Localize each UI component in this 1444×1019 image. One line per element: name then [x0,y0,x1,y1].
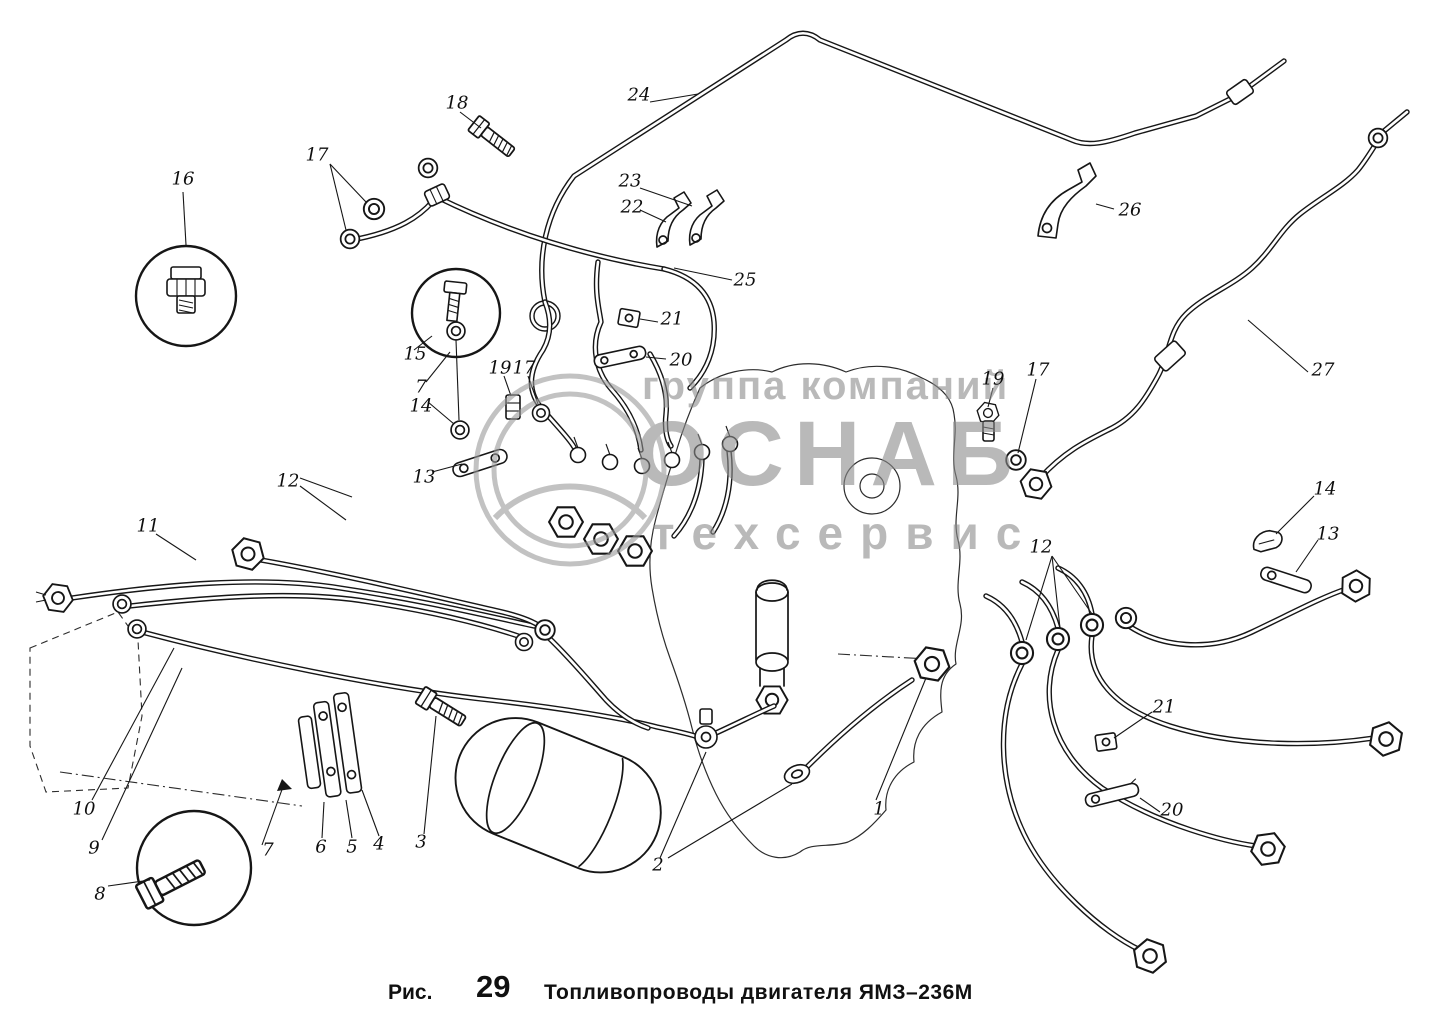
left-nuts [35,535,556,652]
clamp-stack-4-5-6 [297,692,363,798]
callout-14: 14 [1313,478,1337,500]
callout-5: 5 [346,836,358,858]
callout-21: 21 [660,308,684,330]
callout-6: 6 [315,836,327,858]
callout-1: 1 [873,798,885,820]
bolt-19-right [974,400,1002,442]
callout-10: 10 [72,798,96,820]
caption-prefix: Рис. [388,981,433,1004]
callout-20: 20 [1160,799,1184,821]
injection-pump-fittings [548,425,739,567]
callout-11: 11 [136,515,160,537]
callout-7: 7 [415,376,427,398]
callout-9: 9 [88,837,100,859]
fuel-filter [454,717,662,874]
dashed-outline [29,611,303,807]
callout-8: 8 [94,883,106,905]
union-16-detail [166,266,206,314]
callout-12: 12 [1029,536,1053,558]
bolt-15-detail [443,280,468,323]
callout-19: 19 [488,357,512,379]
bracket-26 [1037,162,1097,239]
callout-17: 17 [305,144,329,166]
callout-17: 17 [512,357,536,379]
figure-number: 29 [476,969,511,1004]
right-injector-pipes [983,565,1408,977]
callout-26: 26 [1118,199,1142,221]
callout-20: 20 [669,349,693,371]
callout-2: 2 [652,854,664,876]
callout-17: 17 [1026,359,1050,381]
callout-13: 13 [1316,523,1340,545]
leader-lines [91,93,1319,887]
callout-19: 19 [981,368,1005,390]
callout-27: 27 [1311,359,1335,381]
clamps-22-23 [655,189,725,248]
callout-16: 16 [171,168,195,190]
left-low-pressure-pipes [69,557,915,771]
right-small-parts [974,400,1312,808]
engine-outline [649,363,963,859]
detail-circles [134,244,502,927]
callout-22: 22 [620,196,644,218]
callout-21: 21 [1152,696,1176,718]
pipe-25 [349,194,717,391]
callout-25: 25 [733,269,757,291]
pipe-24 [539,30,1287,305]
callout-15: 15 [403,343,427,365]
callout-18: 18 [445,92,469,114]
callout-7: 7 [262,839,274,861]
caption-title: Топливопроводы двигателя ЯМЗ–236М [544,981,973,1004]
pump-feed-pipes [528,259,733,539]
callout-12: 12 [276,470,300,492]
callout-23: 23 [618,170,642,192]
callout-3: 3 [415,831,427,853]
callout-13: 13 [412,466,436,488]
primer-pump [755,579,789,715]
top-fittings [339,114,519,250]
pipe-27 [1017,109,1410,502]
callout-14: 14 [409,395,433,417]
bottom-fittings [414,644,954,785]
callout-24: 24 [627,84,651,106]
callout-4: 4 [373,833,385,855]
